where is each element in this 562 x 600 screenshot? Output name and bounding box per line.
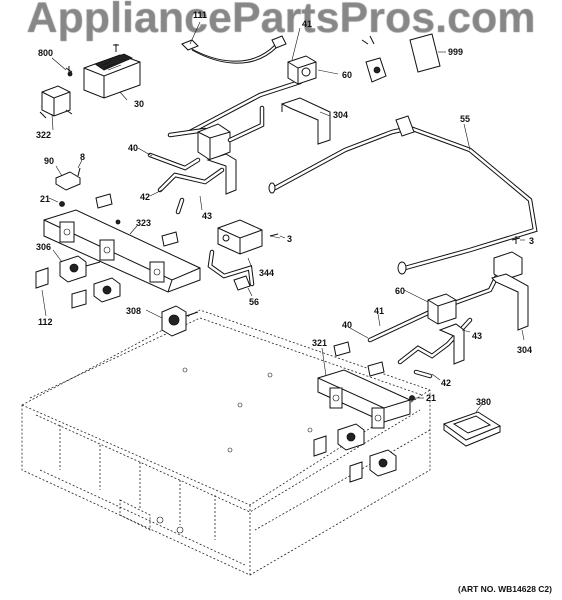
callout-40-top: 40: [128, 143, 139, 153]
valve-assembly-right: [367, 251, 523, 379]
callout-60-top: 60: [342, 70, 353, 80]
callout-40-right: 40: [342, 320, 353, 330]
regulator-344: [207, 219, 279, 291]
callout-21-left: 21: [40, 194, 51, 204]
callout-306: 306: [36, 242, 52, 252]
callout-56: 56: [249, 297, 260, 307]
callout-21-right: 21: [426, 393, 437, 403]
callout-8: 8: [80, 152, 86, 162]
valve-knob-112: [35, 267, 121, 309]
leader-lines: [41, 21, 525, 413]
spark-module-30: [83, 44, 141, 99]
callout-304-top: 304: [333, 110, 349, 120]
callout-380: 380: [476, 397, 492, 407]
callout-111: 111: [193, 10, 208, 20]
bracket-304-top: [280, 97, 331, 145]
callout-304-right: 304: [517, 345, 533, 355]
plate-380: [442, 411, 502, 447]
callout-344: 344: [259, 268, 275, 278]
callout-3-mid: 3: [287, 234, 293, 244]
screw-21-left: [59, 201, 65, 207]
callout-112: 112: [38, 317, 53, 327]
callout-41-top: 41: [302, 19, 313, 29]
callout-999: 999: [448, 47, 464, 57]
screw-3-right: [511, 236, 521, 244]
callout-308: 308: [126, 306, 142, 316]
callout-42-right: 42: [441, 378, 452, 388]
callout-43-right: 43: [472, 331, 483, 341]
burner-rail-323: [43, 193, 201, 293]
callout-41-right: 41: [374, 306, 385, 316]
art-number: (ART NO. WB14628 C2): [458, 584, 552, 594]
callout-90: 90: [44, 156, 55, 166]
valve-308: [161, 305, 199, 337]
label-plate-999: [409, 33, 441, 73]
burner-rail-321: [317, 341, 415, 429]
tubing-40-42-43-left: [147, 152, 237, 215]
bracket-304-right: [491, 273, 529, 331]
callout-800: 800: [38, 48, 54, 58]
callout-30: 30: [134, 99, 145, 109]
wire-harness-111: [181, 35, 287, 64]
callout-322: 322: [36, 130, 52, 140]
manifold-tube-55: [268, 115, 538, 275]
callout-42-top: 42: [140, 192, 151, 202]
callout-3-right: 3: [529, 236, 535, 246]
callout-321: 321: [312, 338, 328, 348]
bracket-near-60: [361, 35, 387, 83]
callout-43-top: 43: [202, 211, 213, 221]
callout-60-right: 60: [395, 286, 406, 296]
transformer-322: [39, 85, 73, 119]
screw-800: [65, 66, 73, 77]
cooktop-base-pan: [21, 309, 431, 576]
burner-valve-306: [59, 255, 101, 283]
bracket-90: [55, 167, 81, 191]
callout-55: 55: [460, 114, 471, 124]
callout-323: 323: [136, 218, 152, 228]
valve-assembly-top: [167, 55, 317, 161]
burner-valves-right: [313, 423, 397, 483]
